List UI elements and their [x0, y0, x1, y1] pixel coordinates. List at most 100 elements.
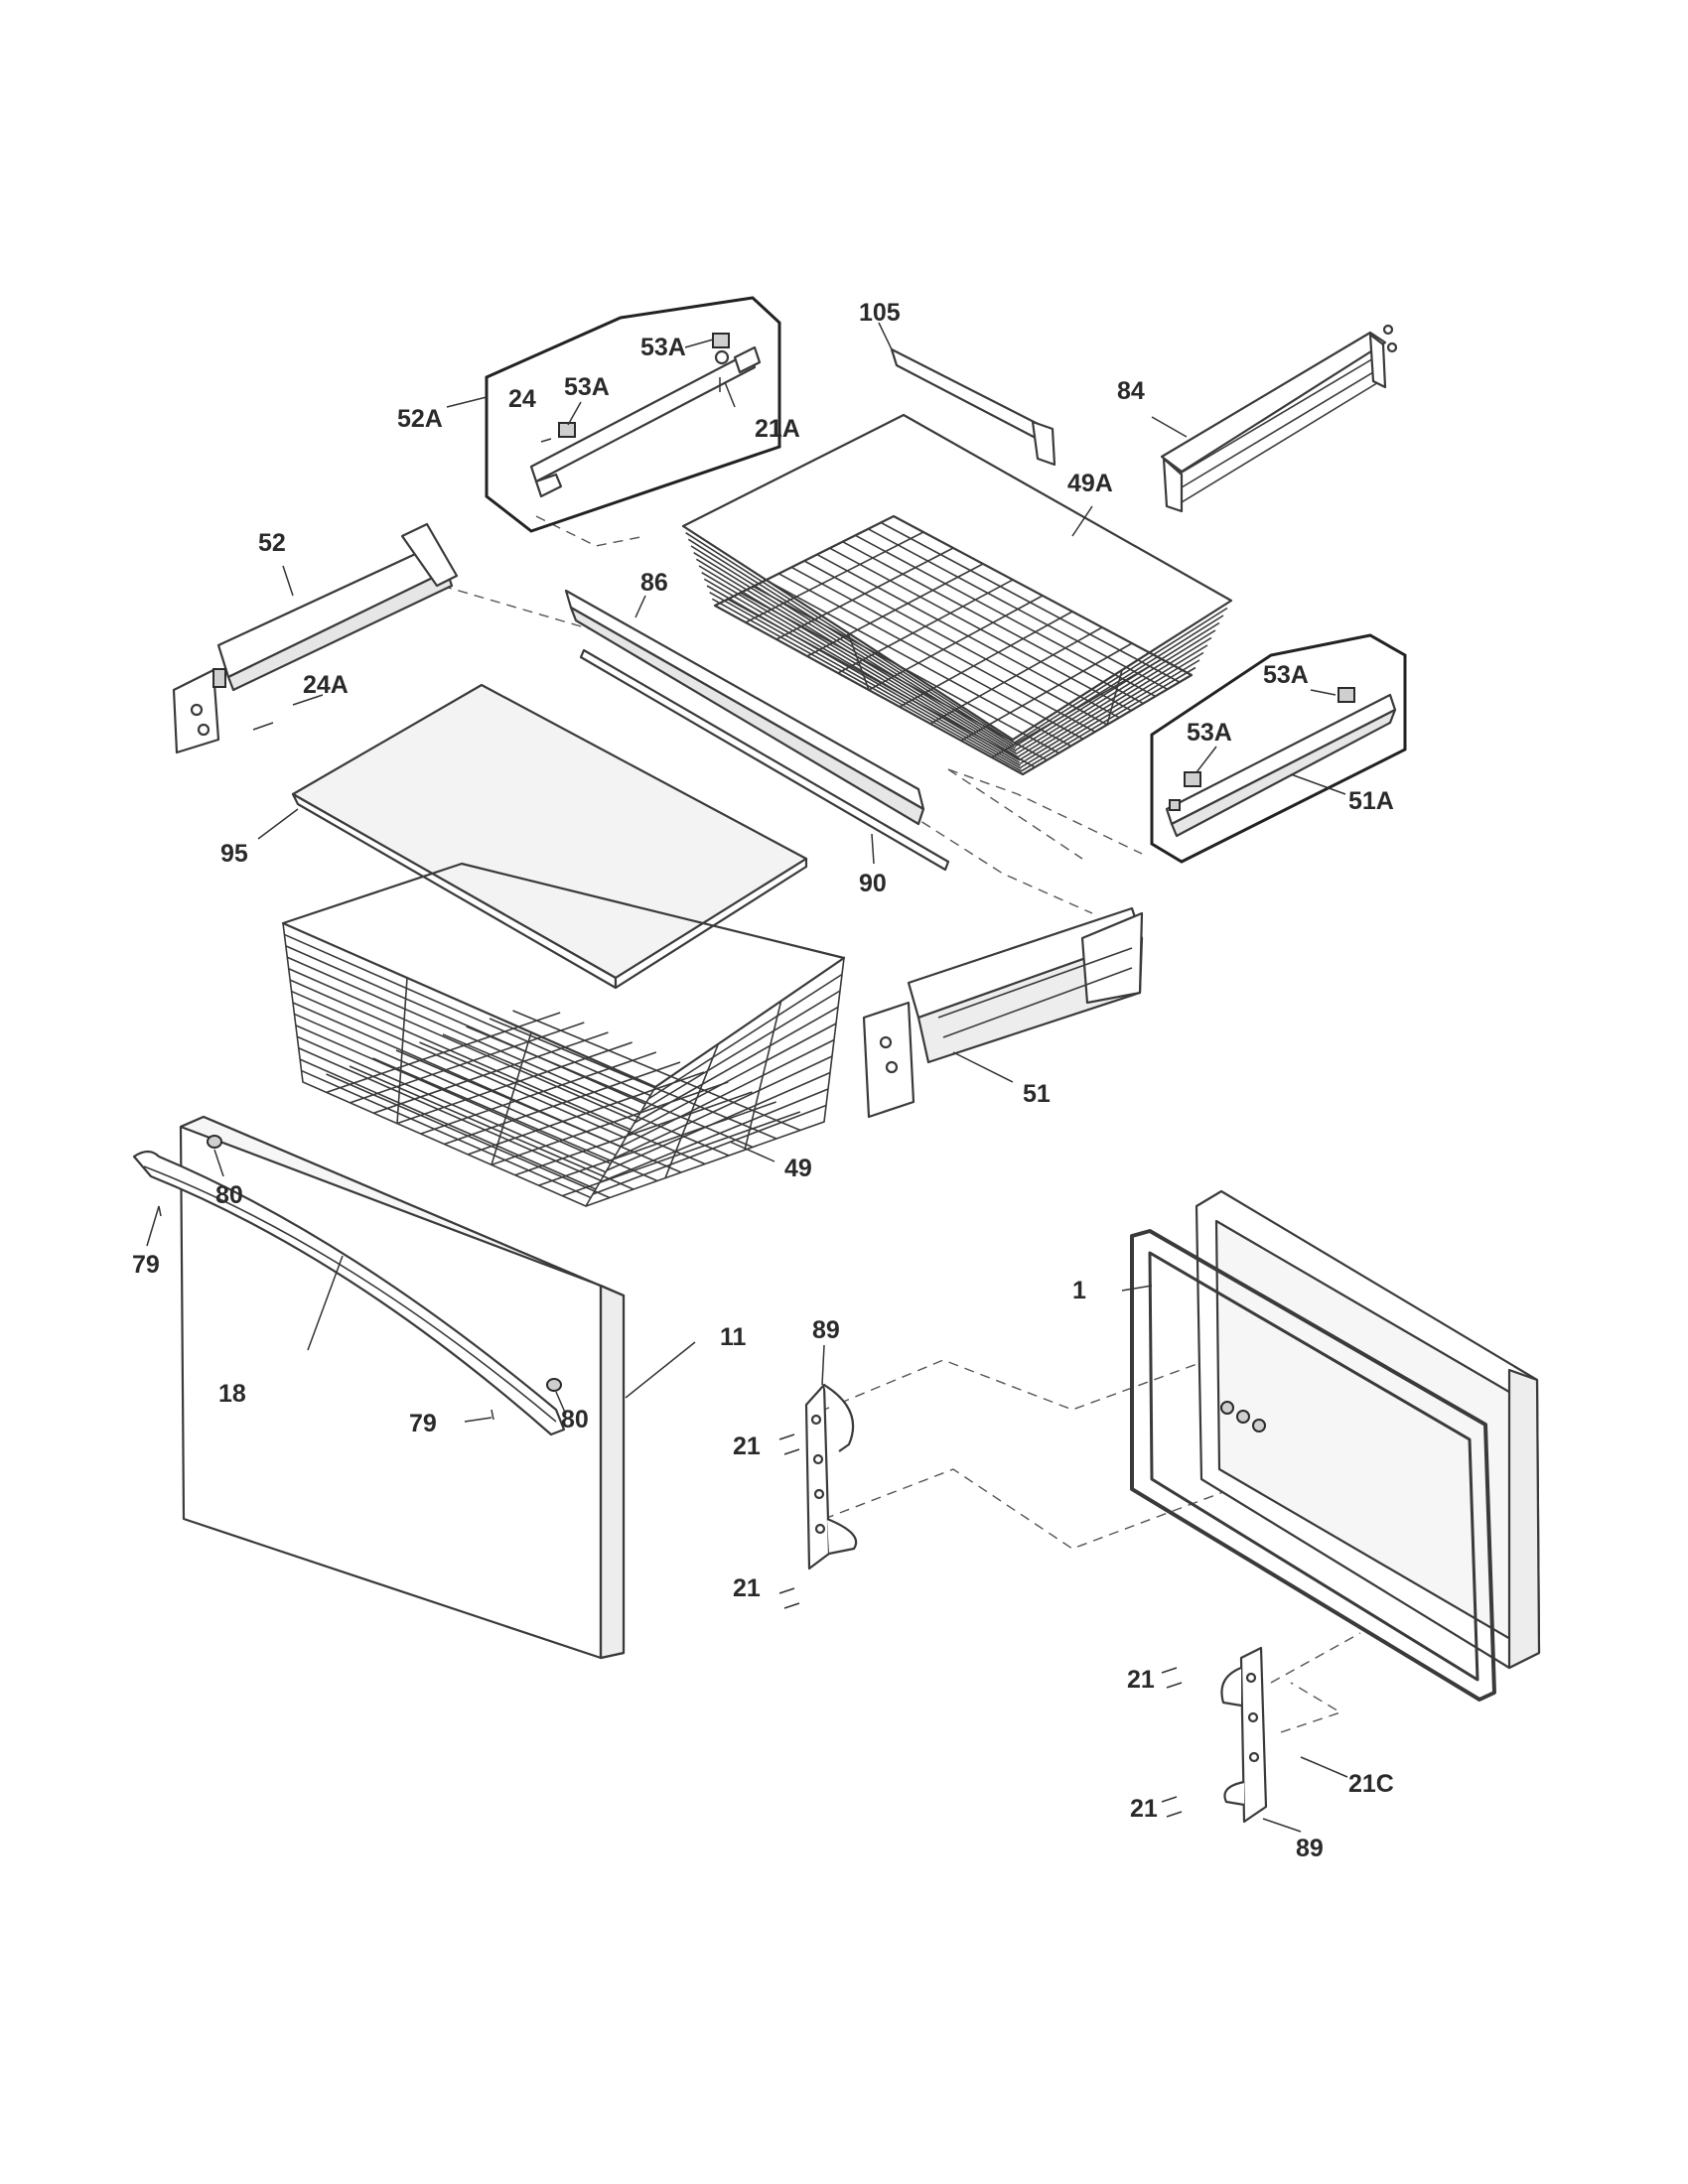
trim-strip-90	[579, 648, 950, 872]
mounting-bracket-89-upper	[778, 1383, 858, 1609]
basket-wire	[299, 1058, 597, 1190]
basket-divider-84	[1160, 324, 1398, 513]
basket-wire	[419, 1041, 706, 1165]
basket-wire	[396, 977, 408, 1124]
slide-rail-52	[172, 522, 459, 754]
callout-89: 89	[1296, 1835, 1324, 1862]
basket-wire	[837, 579, 1014, 674]
basket-wire	[960, 642, 1133, 742]
basket-wire	[592, 1104, 827, 1195]
basket-wire	[298, 1046, 602, 1182]
callout-79: 79	[409, 1410, 437, 1437]
clip-53a-right	[712, 333, 730, 348]
callout-86: 86	[640, 569, 668, 597]
lower-wire-basket-49	[281, 862, 846, 1208]
callout-53a: 53A	[1263, 661, 1309, 689]
handle-screws-79	[158, 1205, 494, 1421]
basket-wire	[633, 1006, 839, 1124]
basket-wire	[292, 1002, 622, 1148]
basket-wire	[491, 1031, 532, 1165]
basket-wire	[489, 1018, 777, 1140]
callout-21: 21	[1127, 1666, 1155, 1694]
pan-cover-95	[291, 683, 808, 990]
callout-51: 51	[1023, 1080, 1051, 1108]
basket-wire	[640, 990, 841, 1112]
basket-wire	[301, 1069, 592, 1199]
basket-wire	[442, 1033, 730, 1157]
slide-rail-52a	[529, 333, 762, 498]
callout-53a: 53A	[640, 334, 686, 361]
callout-52a: 52A	[397, 405, 443, 433]
callout-21a: 21A	[755, 415, 800, 443]
callout-21: 21	[733, 1433, 761, 1460]
door-gasket-1	[1130, 1229, 1496, 1702]
basket-wire	[291, 990, 627, 1140]
callout-labels: 105 84 53A 53A 24 21A 52A 49A 52 86 24A …	[132, 299, 1394, 1862]
screws-21-lower	[1161, 1667, 1314, 1818]
basket-wire	[372, 1057, 658, 1182]
basket-wire	[326, 1073, 611, 1199]
callout-80: 80	[215, 1181, 243, 1209]
basket-wire	[627, 1023, 837, 1136]
callout-49a: 49A	[1067, 470, 1113, 497]
callout-1: 1	[1072, 1277, 1086, 1304]
callout-21: 21	[1130, 1795, 1158, 1823]
basket-wire	[284, 933, 651, 1097]
callout-80: 80	[561, 1406, 589, 1433]
clip-53a-lower	[1184, 771, 1201, 787]
basket-wire	[1106, 669, 1123, 726]
slide-rail-51a	[1165, 687, 1397, 838]
callout-21: 21	[733, 1574, 761, 1602]
callout-89: 89	[812, 1316, 840, 1344]
basket-wire	[744, 1001, 782, 1151]
clip-53a-left	[558, 422, 576, 438]
basket-wire	[647, 973, 843, 1100]
callout-53a: 53A	[564, 373, 610, 401]
basket-wire	[664, 1043, 720, 1178]
drawer-handle-18	[132, 1150, 566, 1436]
callout-11: 11	[720, 1323, 747, 1351]
basket-wire	[285, 945, 646, 1105]
screw-hole	[714, 349, 730, 365]
basket-wire	[295, 1024, 612, 1164]
callout-90: 90	[859, 870, 887, 897]
callout-leaders	[146, 322, 1348, 1833]
callout-24: 24	[508, 385, 536, 413]
basket-wire	[286, 956, 641, 1114]
slide-rail-51	[862, 906, 1144, 1119]
callout-49: 49	[784, 1155, 812, 1182]
mounting-bracket-89-lower	[1161, 1646, 1314, 1824]
clip-53a-upper	[1337, 687, 1355, 703]
upper-wire-basket-49a	[681, 413, 1233, 776]
freezer-door-frame	[1195, 1189, 1541, 1670]
front-trim-86	[564, 589, 925, 826]
screws-21-upper	[778, 1433, 800, 1609]
callout-51a: 51A	[1348, 787, 1394, 815]
basket-wire	[599, 1088, 829, 1183]
callout-21c: 21C	[1348, 1770, 1394, 1798]
handle-caps-80	[207, 1135, 562, 1392]
callout-84: 84	[1117, 377, 1145, 405]
basket-wire	[620, 1038, 835, 1148]
basket-wire	[296, 1035, 607, 1173]
basket-guard-105	[890, 347, 1056, 467]
callout-18: 18	[218, 1380, 246, 1408]
callout-24a: 24A	[303, 671, 349, 699]
callout-53a: 53A	[1187, 719, 1232, 747]
basket-wire	[294, 1013, 617, 1157]
callout-79: 79	[132, 1251, 160, 1279]
callout-95: 95	[220, 840, 248, 868]
basket-wire	[289, 979, 632, 1131]
basket-wire	[775, 547, 954, 640]
basket-wire	[606, 1071, 831, 1171]
drawer-front-11	[179, 1115, 626, 1660]
basket-wire	[349, 1065, 634, 1190]
callout-52: 52	[258, 529, 286, 557]
basket-wire	[512, 1010, 801, 1132]
inset-frame-51a	[1150, 633, 1407, 864]
inset-frame-52a	[485, 296, 781, 533]
basket-wire	[847, 632, 870, 691]
basket-wire	[288, 967, 636, 1123]
callout-105: 105	[859, 299, 901, 327]
